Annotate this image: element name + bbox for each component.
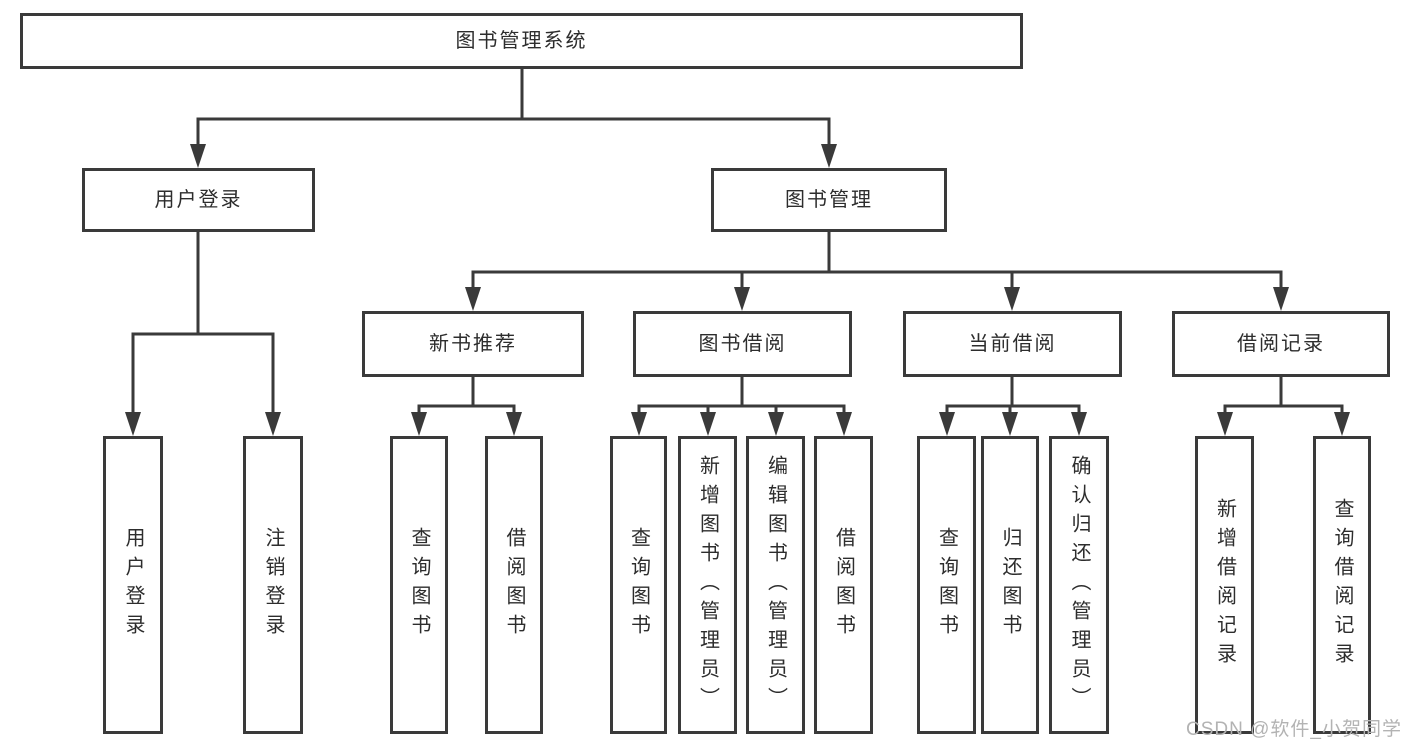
csdn-watermark: CSDN @软件_小贺同学 [1186,719,1402,740]
leaf-cb-confirm-return-admin: 确认归还（管理员） [1049,436,1109,734]
node-book-management: 图书管理 [711,168,947,232]
leaf-bb-query-books: 查询图书 [610,436,667,734]
node-current-borrow: 当前借阅 [903,311,1122,377]
leaf-bb-add-books-admin: 新增图书（管理员） [678,436,737,734]
leaf-br-add-borrow-record: 新增借阅记录 [1195,436,1254,734]
node-new-book-recommend: 新书推荐 [362,311,584,377]
node-book-borrow: 图书借阅 [633,311,852,377]
leaf-cb-return-books: 归还图书 [981,436,1039,734]
node-root-system: 图书管理系统 [20,13,1023,69]
arrowheads [125,144,1350,436]
leaf-nb-query-books: 查询图书 [390,436,448,734]
connector-segments [131,66,1344,417]
leaf-nb-borrow-books: 借阅图书 [485,436,543,734]
node-borrow-records: 借阅记录 [1172,311,1390,377]
leaf-br-query-borrow-record: 查询借阅记录 [1313,436,1371,734]
leaf-cb-query-books: 查询图书 [917,436,976,734]
leaf-user-login: 用户登录 [103,436,163,734]
leaf-bb-borrow-books: 借阅图书 [814,436,873,734]
leaf-bb-edit-books-admin: 编辑图书（管理员） [746,436,805,734]
node-user-login: 用户登录 [82,168,315,232]
leaf-logout-login: 注销登录 [243,436,303,734]
